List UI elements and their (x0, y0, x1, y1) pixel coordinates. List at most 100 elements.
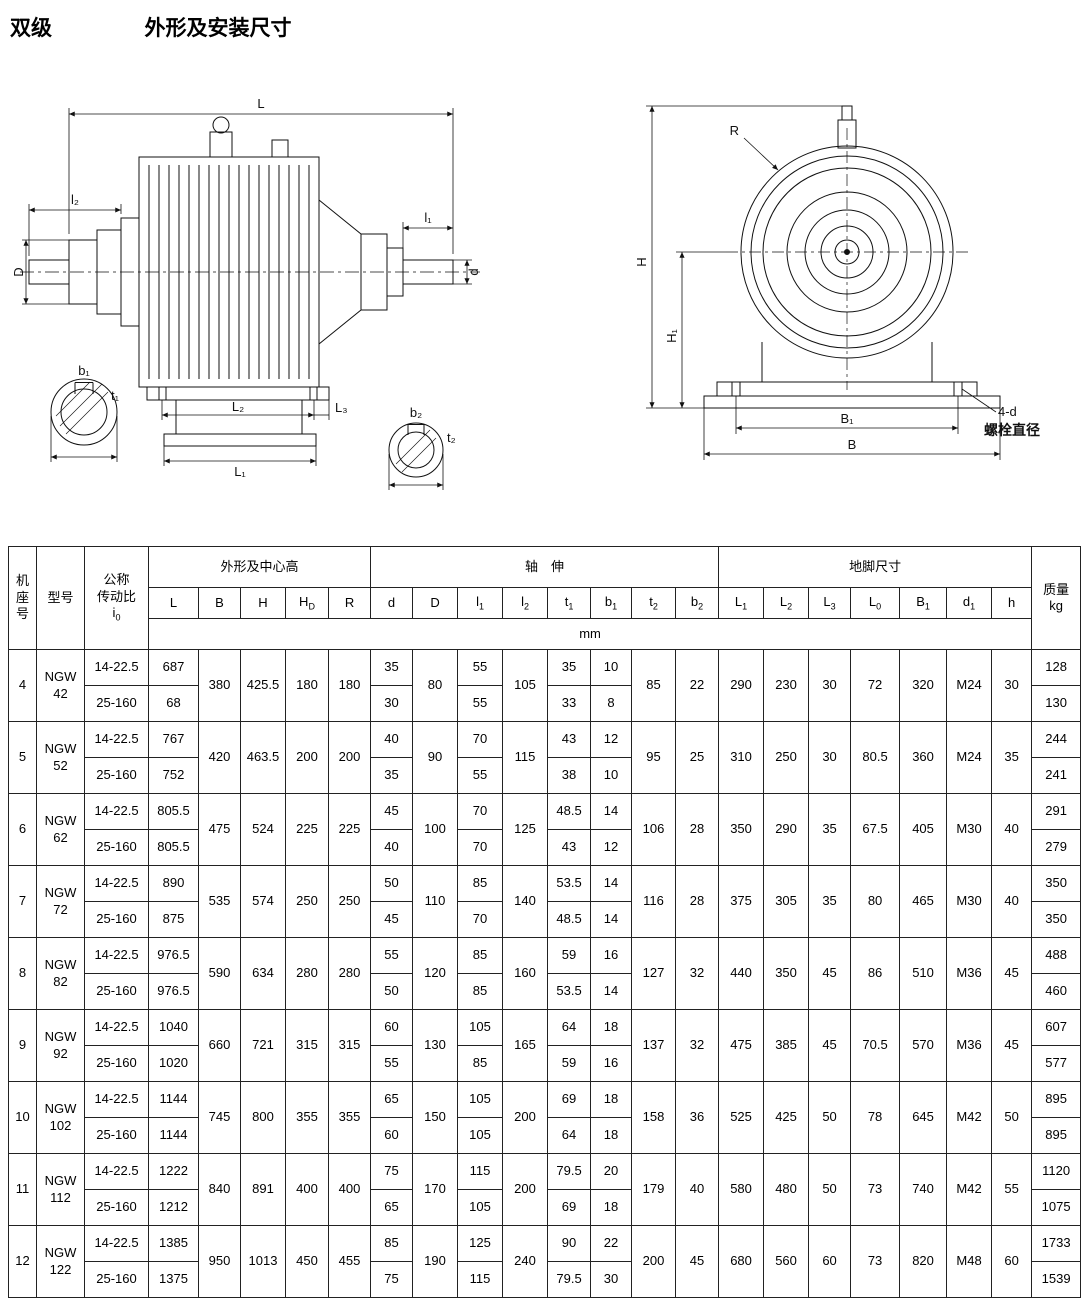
mass-cell: 279 (1031, 829, 1082, 866)
header-model: 型号 (36, 546, 85, 650)
cell-t1: 48.5 (547, 793, 592, 830)
cell-L1: 440 (718, 937, 765, 1010)
header-frame-number: 机座号 (8, 546, 37, 650)
ratio-cell: 14-22.5 (84, 649, 149, 686)
cell-L1: 580 (718, 1153, 765, 1226)
cell-t1: 79.5 (547, 1153, 592, 1190)
cell-R: 315 (327, 1009, 372, 1082)
cell-B1: 405 (899, 793, 948, 866)
title-stage: 双级 (10, 17, 52, 40)
cell-L3: 50 (808, 1153, 852, 1226)
col-header-t1: t1 (547, 587, 592, 619)
cell-L: 976.5 (148, 937, 199, 974)
frame-number-cell: 4 (8, 649, 37, 722)
cell-b1: 20 (590, 1153, 633, 1190)
cell-d: 65 (370, 1081, 414, 1118)
model-line: NGW (44, 885, 77, 901)
cell-d: 65 (370, 1189, 414, 1226)
model-line: 122 (49, 1261, 72, 1277)
cell-d1: M48 (946, 1225, 993, 1298)
col-header-b1: b1 (590, 587, 633, 619)
mass-cell: 1120 (1031, 1153, 1082, 1190)
cell-L2: 385 (763, 1009, 810, 1082)
cell-HD: 250 (285, 865, 329, 938)
dim-label-L2: L₂ (232, 399, 244, 414)
cell-b1: 18 (590, 1117, 633, 1154)
cell-d: 35 (370, 649, 414, 686)
cell-b1: 18 (590, 1081, 633, 1118)
cell-l1: 55 (457, 685, 504, 722)
cell-L0: 73 (850, 1225, 901, 1298)
cell-D: 80 (412, 649, 459, 722)
col-header-L0: L0 (850, 587, 901, 619)
cell-d: 40 (370, 829, 414, 866)
cell-L: 890 (148, 865, 199, 902)
cell-H: 463.5 (240, 721, 286, 794)
cell-HD: 200 (285, 721, 329, 794)
cell-b1: 10 (590, 757, 633, 794)
cell-D: 100 (412, 793, 459, 866)
cell-d: 45 (370, 901, 414, 938)
cell-t1: 90 (547, 1225, 592, 1262)
cell-t1: 59 (547, 937, 592, 974)
mass-cell: 291 (1031, 793, 1082, 830)
frame-number-cell: 9 (8, 1009, 37, 1082)
model-line: NGW (44, 741, 77, 757)
cell-L: 805.5 (148, 793, 199, 830)
dim-label-L3: L₃ (335, 400, 348, 415)
cell-b2: 36 (675, 1081, 720, 1154)
model-line: NGW (44, 1029, 77, 1045)
dim-label-b1: b₁ (78, 363, 90, 378)
dim-label-t1: t₁ (111, 388, 120, 403)
cell-t1: 35 (547, 649, 592, 686)
cell-l1: 55 (457, 649, 504, 686)
cell-H: 634 (240, 937, 286, 1010)
dim-label-H1: H₁ (664, 329, 679, 343)
cell-t1: 43 (547, 829, 592, 866)
cell-h: 40 (991, 865, 1033, 938)
cell-R: 355 (327, 1081, 372, 1154)
cell-HD: 180 (285, 649, 329, 722)
cell-L2: 230 (763, 649, 810, 722)
mass-cell: 128 (1031, 649, 1082, 686)
cell-b1: 10 (590, 649, 633, 686)
cell-L: 1385 (148, 1225, 199, 1262)
cell-t1: 59 (547, 1045, 592, 1082)
cell-H: 425.5 (240, 649, 286, 722)
cell-L2: 350 (763, 937, 810, 1010)
cell-d: 50 (370, 865, 414, 902)
col-header-H: H (240, 587, 286, 619)
unit-cell: mm (147, 618, 1033, 650)
front-view-drawing: R H H₁ B₁ B 4-d 螺栓直径 (634, 105, 1040, 460)
ratio-cell: 25-160 (84, 1189, 149, 1226)
mass-cell: 350 (1031, 865, 1082, 902)
ratio-cell: 25-160 (84, 973, 149, 1010)
cell-L3: 45 (808, 937, 852, 1010)
mass-cell: 130 (1031, 685, 1082, 722)
cell-d1: M24 (946, 721, 993, 794)
cell-B1: 570 (899, 1009, 948, 1082)
cell-B: 475 (198, 793, 241, 866)
cell-L1: 350 (718, 793, 765, 866)
dim-label-L1: L₁ (234, 464, 246, 479)
cell-L: 805.5 (148, 829, 199, 866)
col-header-L3: L3 (808, 587, 852, 619)
mass-cell: 241 (1031, 757, 1082, 794)
cell-D: 170 (412, 1153, 459, 1226)
model-line: NGW (44, 1101, 77, 1117)
cell-L3: 35 (808, 865, 852, 938)
cell-HD: 400 (285, 1153, 329, 1226)
cell-L: 1212 (148, 1189, 199, 1226)
mass-cell: 1539 (1031, 1261, 1082, 1298)
cell-L: 767 (148, 721, 199, 758)
col-header-d: d (370, 587, 414, 619)
mass-cell: 1075 (1031, 1189, 1082, 1226)
frame-number-cell: 11 (8, 1153, 37, 1226)
cell-d1: M36 (946, 1009, 993, 1082)
